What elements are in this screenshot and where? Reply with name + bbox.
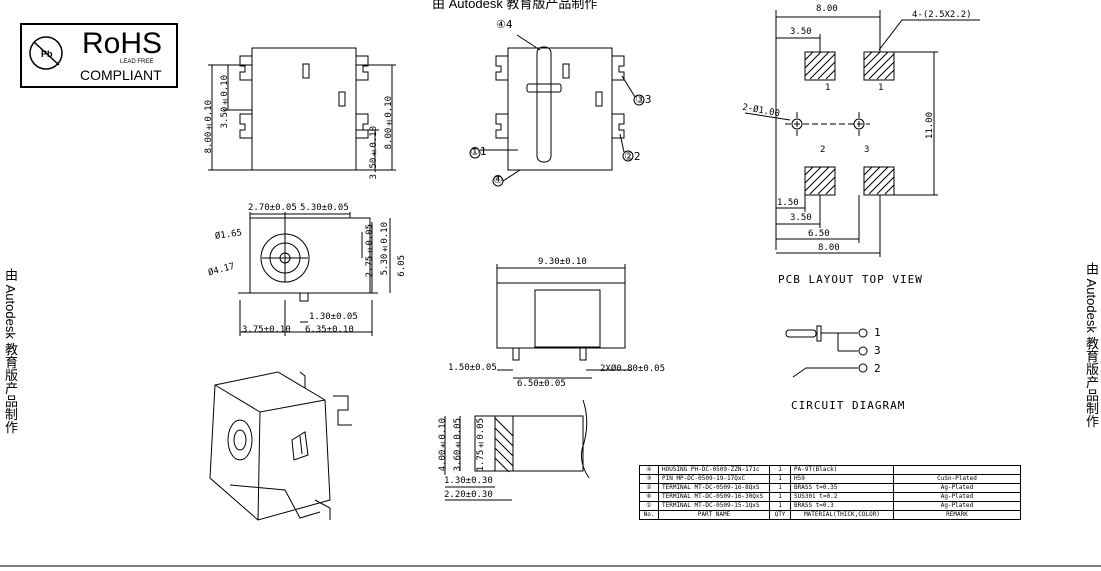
front-dim-605: 6.05 bbox=[397, 255, 407, 277]
table-header-row: No. PART NAME QTY MATERIAL(THICK,COLOR) … bbox=[639, 510, 1021, 520]
bottom-dim-130: 1.30±0.30 bbox=[444, 476, 493, 486]
front-dim-270: 2.70±0.05 bbox=[248, 203, 297, 213]
callout-4-housing: ④ bbox=[493, 173, 503, 186]
pcb-caption: PCB LAYOUT TOP VIEW bbox=[778, 273, 923, 286]
rohs-title: RoHS bbox=[82, 27, 163, 60]
circuit-caption: CIRCUIT DIAGRAM bbox=[791, 399, 906, 412]
dim-top-height: 8.00±0.10 bbox=[204, 100, 214, 154]
top-view-outline bbox=[208, 47, 396, 171]
table-row: ③ PIN MP-DC-0509-19-17QxC 1 H59 CuSn-Pla… bbox=[639, 474, 1021, 484]
pcb-dim-800: 8.00 bbox=[818, 243, 840, 253]
pcb-dim-top-left: 3.50 bbox=[790, 27, 812, 37]
bill-of-materials: ④ HOUSING PH-DC-0509-ZZN-171c 1 PA-9T(Bl… bbox=[639, 465, 1021, 520]
pcb-dim-150: 1.50 bbox=[777, 198, 799, 208]
bottom-dim-175: 1.75±0.05 bbox=[476, 418, 486, 472]
side-dim-top: 9.30±0.10 bbox=[538, 257, 587, 267]
pcb-pad-size: 4-(2.5X2.2) bbox=[912, 10, 972, 20]
bottom-dim-220: 2.20±0.30 bbox=[444, 490, 493, 500]
table-row: ⑥ TERMINAL MT-DC-0509-16-30QxS 1 SUS301 … bbox=[639, 492, 1021, 502]
right-watermark: 由 Autodesk 教育版产品制作 bbox=[1084, 262, 1099, 428]
pcb-layout-outline bbox=[744, 10, 980, 257]
front-dim-375: 3.75±0.10 bbox=[242, 325, 291, 335]
rohs-subtitle: COMPLIANT bbox=[80, 67, 162, 83]
front-dim-275: 2.75±0.05 bbox=[365, 224, 375, 278]
pcb-pad-number: 3 bbox=[864, 145, 870, 155]
callout-2: ②2 bbox=[624, 150, 641, 163]
pcb-dim-650: 6.50 bbox=[808, 229, 830, 239]
pcb-pad-number: 2 bbox=[820, 145, 826, 155]
isometric-view bbox=[209, 371, 352, 521]
left-watermark: 由 Autodesk 教育版产品制作 bbox=[3, 268, 18, 434]
front-dim-530: 5.30±0.05 bbox=[300, 203, 349, 213]
rohs-small-text: LEAD FREE bbox=[120, 59, 154, 65]
front-dim-130: 1.30±0.05 bbox=[309, 312, 358, 322]
callout-4: ④4 bbox=[496, 18, 513, 31]
front-dim-530v: 5.30±0.10 bbox=[380, 222, 390, 276]
lead-free-icon bbox=[29, 36, 63, 70]
bottom-dim-360: 3.60±0.05 bbox=[453, 418, 463, 472]
pcb-dim-top-width: 8.00 bbox=[816, 4, 838, 14]
circuit-pin-label: 2 bbox=[874, 362, 882, 375]
callout-1: ①1 bbox=[470, 145, 487, 158]
bottom-view-outline bbox=[444, 399, 590, 501]
rohs-badge: Pb RoHS LEAD FREE COMPLIANT bbox=[20, 23, 178, 88]
front-view-outline bbox=[238, 212, 391, 336]
side-dim-holes: 2XØ0.80±0.05 bbox=[600, 364, 666, 374]
table-row: ② TERMINAL MT-DC-0509-16-8QxS 1 BRASS t=… bbox=[639, 483, 1021, 493]
table-row: ④ HOUSING PH-DC-0509-ZZN-171c 1 PA-9T(Bl… bbox=[639, 465, 1021, 475]
pcb-dim-350: 3.50 bbox=[790, 213, 812, 223]
side-dim-bottom: 6.50±0.05 bbox=[517, 379, 566, 389]
dim-top-height-right: 8.00±0.10 bbox=[384, 96, 394, 150]
bottom-dim-400: 4.00±0.10 bbox=[438, 418, 448, 472]
lead-logo-letters: Pb bbox=[41, 49, 53, 59]
side-dim-left: 1.50±0.05 bbox=[448, 363, 497, 373]
front-dim-635: 6.35±0.10 bbox=[305, 325, 354, 335]
dim-top-upper: 3.50±0.10 bbox=[220, 75, 230, 129]
callout-3: ③3 bbox=[635, 93, 652, 106]
pcb-pad-number: 1 bbox=[878, 83, 884, 93]
circuit-pin-label: 3 bbox=[874, 344, 882, 357]
table-row: ① TERMINAL MT-DC-0509-15-1QxS 1 BRASS t=… bbox=[639, 501, 1021, 511]
pcb-pad-number: 1 bbox=[825, 83, 831, 93]
circuit-symbol bbox=[785, 325, 868, 378]
circuit-pin-label: 1 bbox=[874, 326, 882, 339]
top-watermark: 由 Autodesk 教育版产品制作 bbox=[432, 0, 598, 11]
exploded-view-outline bbox=[469, 34, 645, 187]
pcb-dim-height: 11.00 bbox=[925, 112, 935, 140]
side-view-outline bbox=[496, 264, 632, 379]
dim-top-lower: 3.50±0.10 bbox=[369, 126, 379, 180]
